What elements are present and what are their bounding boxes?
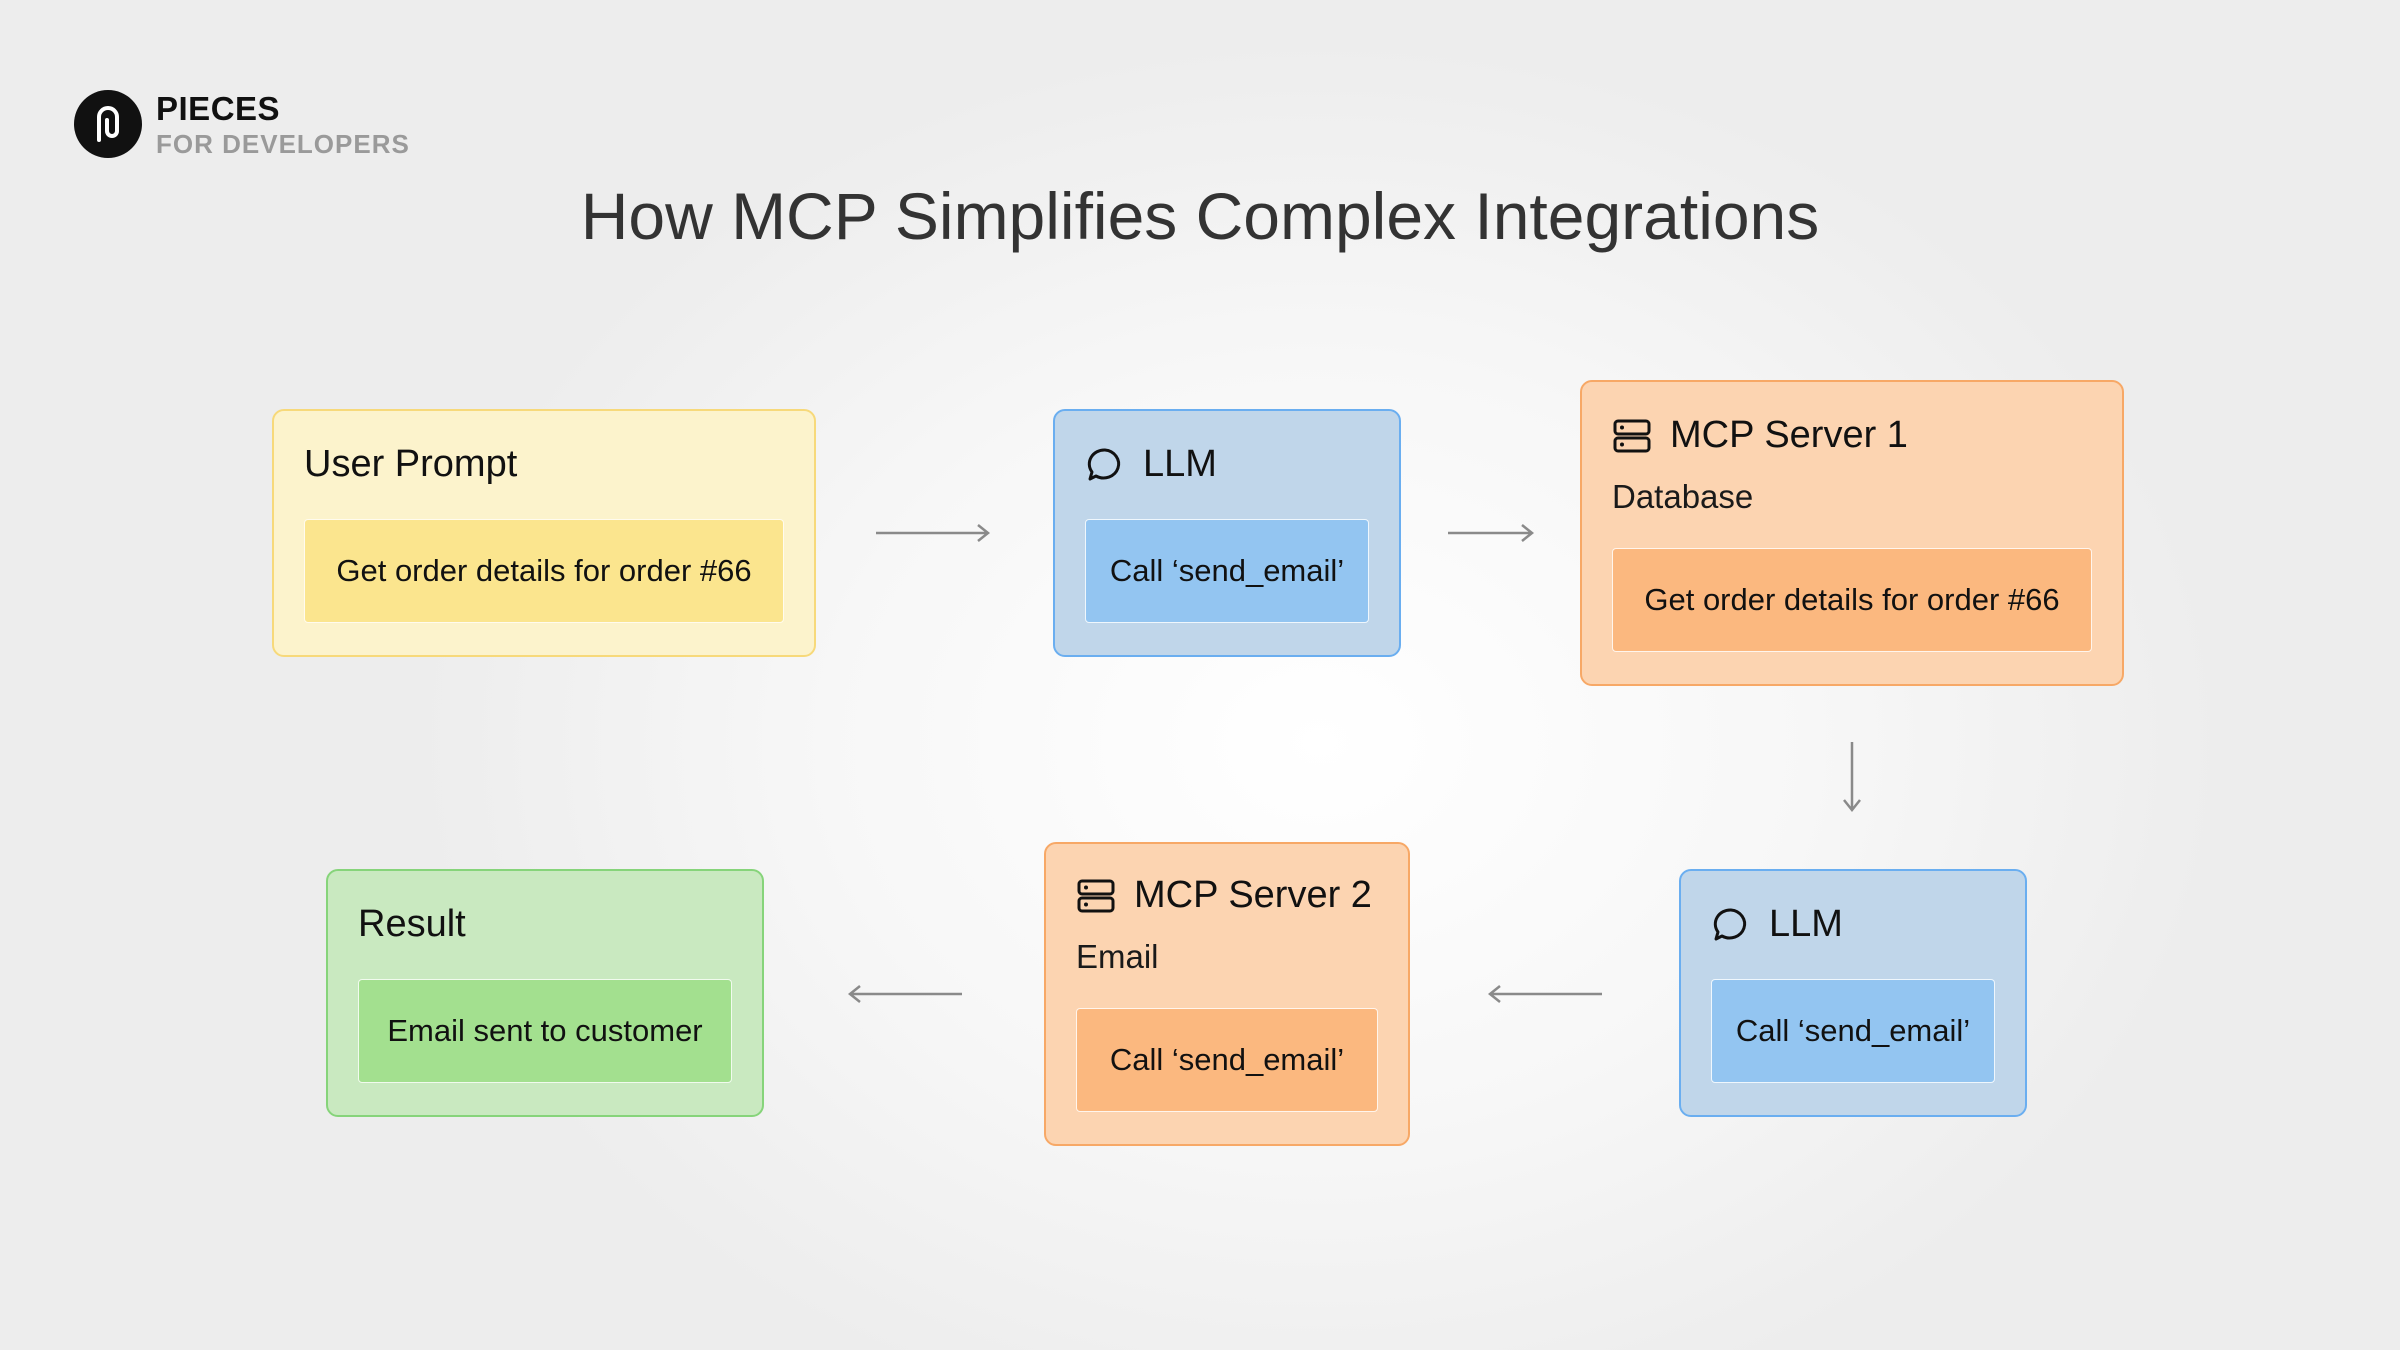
node-content: Get order details for order #66 — [304, 519, 784, 623]
chat-bubble-icon — [1085, 445, 1125, 485]
node-header: MCP Server 1 — [1612, 414, 1908, 457]
node-title: LLM — [1143, 443, 1217, 485]
node-mcp-server-1: MCP Server 1 Database Get order details … — [1580, 380, 2124, 686]
node-content: Email sent to customer — [358, 979, 732, 1083]
node-title: User Prompt — [304, 443, 518, 485]
node-title: Result — [358, 903, 466, 945]
node-result: Result Email sent to customer — [326, 869, 764, 1117]
page-title: How MCP Simplifies Complex Integrations — [580, 179, 1820, 253]
arrow-mcp-server-1-to-llm-2 — [1843, 742, 1861, 813]
arrow-llm-2-to-mcp-server-2 — [1487, 985, 1602, 1003]
brand-name: PIECES — [156, 89, 281, 127]
node-header: LLM — [1085, 443, 1217, 486]
brand-subtitle: FOR DEVELOPERS — [156, 128, 410, 159]
node-header: LLM — [1711, 903, 1843, 946]
node-title: LLM — [1769, 903, 1843, 945]
node-llm-1: LLM Call ‘send_email’ — [1053, 409, 1401, 657]
chat-bubble-icon — [1711, 905, 1751, 945]
node-subtitle: Database — [1612, 478, 1754, 515]
node-user-prompt: User Prompt Get order details for order … — [272, 409, 816, 657]
node-header: MCP Server 2 — [1076, 874, 1372, 917]
server-icon — [1076, 876, 1116, 916]
pieces-logo-icon — [74, 90, 142, 158]
node-mcp-server-2: MCP Server 2 Email Call ‘send_email’ — [1044, 842, 1410, 1146]
node-llm-2: LLM Call ‘send_email’ — [1679, 869, 2027, 1117]
brand-logo: PIECES FOR DEVELOPERS — [74, 90, 410, 158]
server-icon — [1612, 416, 1652, 456]
node-content: Call ‘send_email’ — [1085, 519, 1369, 623]
arrow-user-prompt-to-llm-1 — [876, 524, 991, 542]
node-content: Call ‘send_email’ — [1076, 1008, 1378, 1112]
node-subtitle: Email — [1076, 938, 1159, 975]
arrow-mcp-server-2-to-result — [847, 985, 962, 1003]
node-title: MCP Server 2 — [1134, 874, 1372, 916]
node-content: Get order details for order #66 — [1612, 548, 2092, 652]
node-title: MCP Server 1 — [1670, 414, 1908, 456]
arrow-llm-1-to-mcp-server-1 — [1448, 524, 1535, 542]
node-content: Call ‘send_email’ — [1711, 979, 1995, 1083]
